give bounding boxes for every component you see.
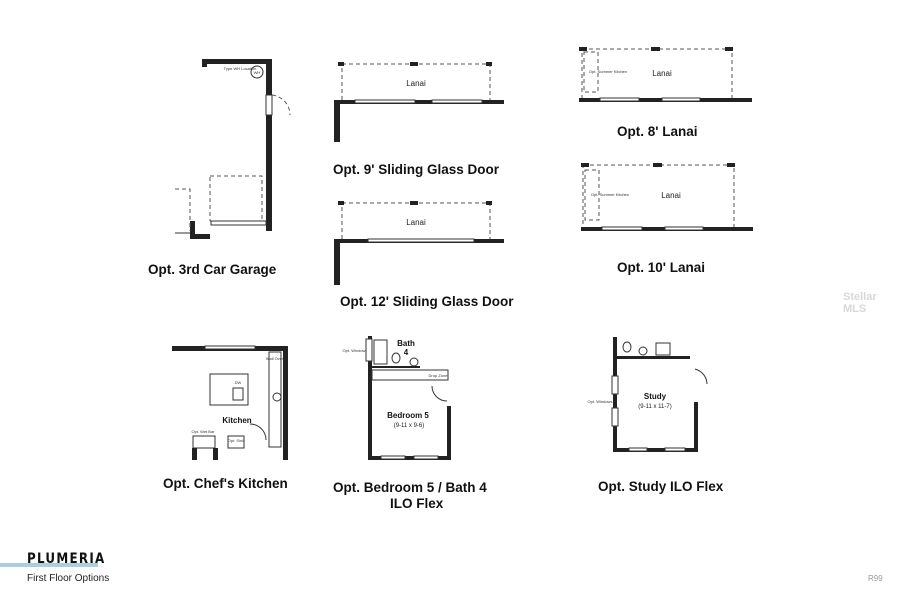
- sliding-9-plan: Lanai: [334, 62, 504, 142]
- room-label: Lanai: [406, 79, 426, 88]
- wh-note: Type WH Location: [224, 66, 257, 71]
- plan-code: R99: [868, 574, 883, 583]
- summer-kitchen-note: Opt. Summer Kitchen: [589, 69, 627, 74]
- caption-sliding-12: Opt. 12' Sliding Glass Door: [340, 294, 514, 309]
- bath-number: 4: [404, 348, 409, 357]
- caption-lanai-8: Opt. 8' Lanai: [617, 124, 698, 139]
- wall-oven-label: Wall Oven: [266, 356, 284, 361]
- garage-plan: WH Type WH Location: [175, 59, 291, 239]
- bath-label: Bath: [397, 339, 415, 348]
- drop-zone-label: Drop Zone: [429, 373, 449, 378]
- room-dims: (9-11 x 11-7): [638, 404, 671, 410]
- room-label: Study: [644, 392, 667, 401]
- room-label: Kitchen: [222, 416, 251, 425]
- wet-bar-label: Opt. Wet Bar: [191, 429, 215, 434]
- caption-bedroom-5: Opt. Bedroom 5 / Bath 4: [333, 480, 487, 495]
- windows-label: Opt. Windows: [588, 399, 613, 404]
- bedroom-5-plan: Drop Zone Opt. Window Bath 4 Bedroom 5 (…: [343, 336, 451, 460]
- caption-lanai-10: Opt. 10' Lanai: [617, 260, 705, 275]
- brand-name: PLUMERIA: [27, 551, 106, 567]
- room-dims: (9-11 x 9-6): [394, 423, 425, 429]
- caption-study: Opt. Study ILO Flex: [598, 479, 724, 494]
- caption-bedroom-5-line2: ILO Flex: [390, 496, 444, 511]
- room-label: Lanai: [406, 218, 426, 227]
- summer-kitchen-note: Opt. Summer Kitchen: [591, 192, 629, 197]
- brand-bar: [0, 563, 98, 567]
- sliding-12-plan: Lanai: [334, 201, 504, 285]
- page-subtitle: First Floor Options: [27, 573, 110, 584]
- room-label: Lanai: [661, 191, 681, 200]
- watermark: Stellar MLS: [843, 291, 877, 315]
- room-label: Lanai: [652, 69, 672, 78]
- study-plan: Opt. Windows Study (9-11 x 11-7): [588, 337, 708, 452]
- sink-label: Opt. Sink: [228, 438, 244, 443]
- caption-sliding-9: Opt. 9' Sliding Glass Door: [333, 162, 499, 177]
- caption-garage: Opt. 3rd Car Garage: [148, 262, 277, 277]
- wh-label: WH: [254, 70, 261, 75]
- chefs-kitchen-plan: Wall Oven DW Kitchen Opt. Wet Bar Opt. S…: [172, 345, 288, 460]
- window-label: Opt. Window: [343, 348, 366, 353]
- lanai-10-plan: Opt. Summer Kitchen Lanai: [581, 163, 753, 231]
- lanai-8-plan: Opt. Summer Kitchen Lanai: [579, 47, 752, 102]
- dw-label: DW: [235, 380, 242, 385]
- room-label: Bedroom 5: [387, 411, 429, 420]
- caption-chefs-kitchen: Opt. Chef's Kitchen: [163, 476, 288, 491]
